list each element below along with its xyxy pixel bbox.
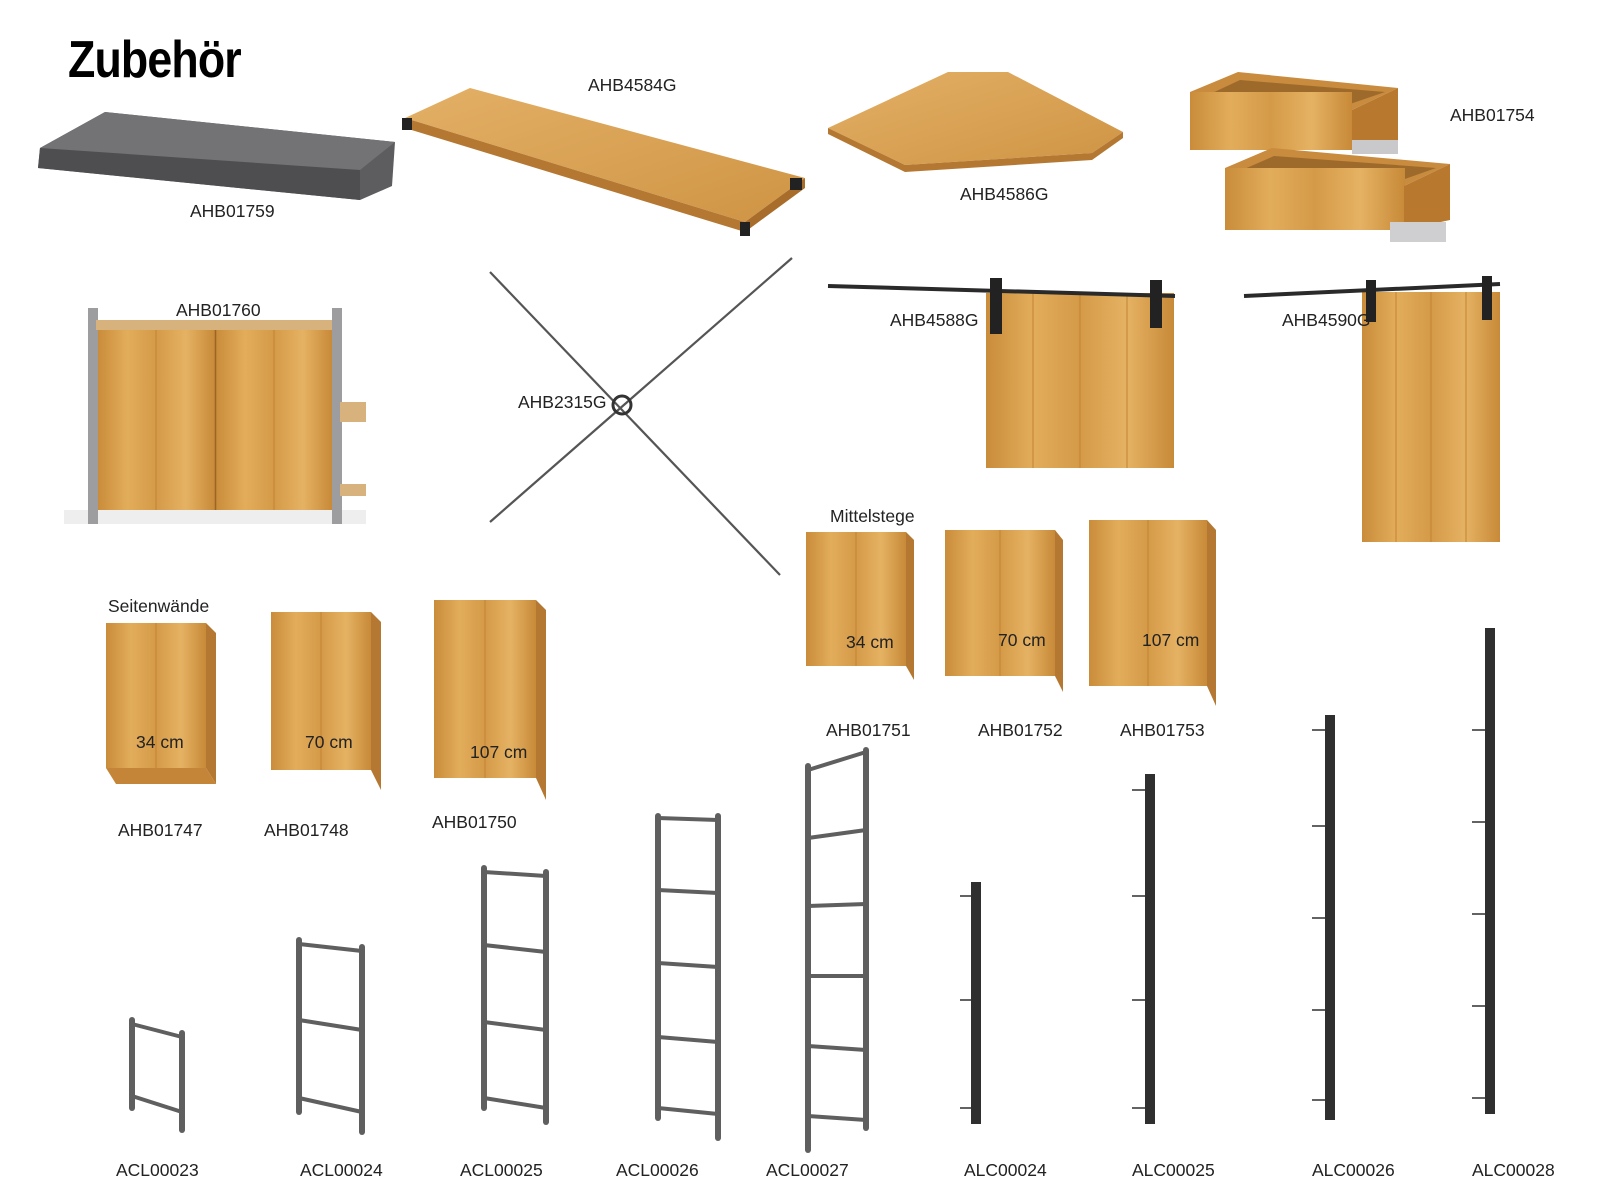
size-middle-bar-107: 107 cm: [1142, 630, 1200, 650]
cabinet-illustration: [64, 308, 366, 524]
shelf-illustration: [402, 88, 805, 236]
sliding-door-wide-illustration: [827, 278, 1176, 468]
label-post-alc00028: ALC00028: [1472, 1160, 1555, 1180]
frame-acl00024-illustration: [296, 937, 365, 1135]
label-post-alc00025: ALC00025: [1132, 1160, 1215, 1180]
sliding-door-narrow-illustration: [1243, 276, 1501, 542]
section-side-walls: Seitenwände: [108, 596, 210, 616]
size-side-wall-107: 107 cm: [470, 742, 528, 762]
frame-acl00027-illustration: [805, 747, 869, 1153]
label-frame-acl00023: ACL00023: [116, 1160, 199, 1180]
size-middle-bar-34: 34 cm: [846, 632, 894, 652]
cushion-illustration: [38, 112, 395, 200]
label-post-alc00026: ALC00026: [1312, 1160, 1395, 1180]
post-alc00026-illustration: [1312, 715, 1335, 1120]
label-cross-brace: AHB2315G: [518, 392, 607, 412]
post-alc00025-illustration: [1132, 774, 1155, 1124]
size-side-wall-70: 70 cm: [305, 732, 353, 752]
label-post-alc00024: ALC00024: [964, 1160, 1047, 1180]
label-middle-bar-70: AHB01752: [978, 720, 1063, 740]
label-middle-bar-107: AHB01753: [1120, 720, 1205, 740]
label-frame-acl00025: ACL00025: [460, 1160, 543, 1180]
frame-acl00026-illustration: [655, 813, 721, 1141]
corner-shelf-illustration: [828, 72, 1123, 172]
label-sliding-door-wide: AHB4588G: [890, 310, 979, 330]
size-side-wall-34: 34 cm: [136, 732, 184, 752]
label-side-wall-34: AHB01747: [118, 820, 203, 840]
drawers-illustration: [1190, 72, 1450, 242]
middle-bar-34-illustration: [806, 532, 914, 680]
middle-bar-107-illustration: [1089, 520, 1216, 706]
label-frame-acl00026: ACL00026: [616, 1160, 699, 1180]
side-wall-34-illustration: [106, 623, 216, 784]
label-corner-shelf: AHB4586G: [960, 184, 1049, 204]
label-frame-acl00027: ACL00027: [766, 1160, 849, 1180]
label-side-wall-70: AHB01748: [264, 820, 349, 840]
middle-bar-70-illustration: [945, 530, 1063, 692]
label-cabinet-doors: AHB01760: [176, 300, 261, 320]
page-title: Zubehör: [68, 31, 242, 89]
label-middle-bar-34: AHB01751: [826, 720, 911, 740]
post-alc00028-illustration: [1472, 628, 1495, 1114]
post-alc00024-illustration: [960, 882, 981, 1124]
label-side-wall-107: AHB01750: [432, 812, 517, 832]
label-drawers: AHB01754: [1450, 105, 1535, 125]
label-cushion: AHB01759: [190, 201, 275, 221]
side-wall-70-illustration: [271, 612, 381, 790]
side-wall-107-illustration: [434, 600, 546, 800]
frame-acl00025-illustration: [481, 865, 549, 1125]
frame-acl00023-illustration: [129, 1017, 185, 1133]
cross-brace-illustration: [489, 257, 793, 576]
section-middle-bars: Mittelstege: [830, 506, 915, 526]
size-middle-bar-70: 70 cm: [998, 630, 1046, 650]
label-shelf: AHB4584G: [588, 75, 677, 95]
label-sliding-door-narrow: AHB4590G: [1282, 310, 1371, 330]
label-frame-acl00024: ACL00024: [300, 1160, 383, 1180]
